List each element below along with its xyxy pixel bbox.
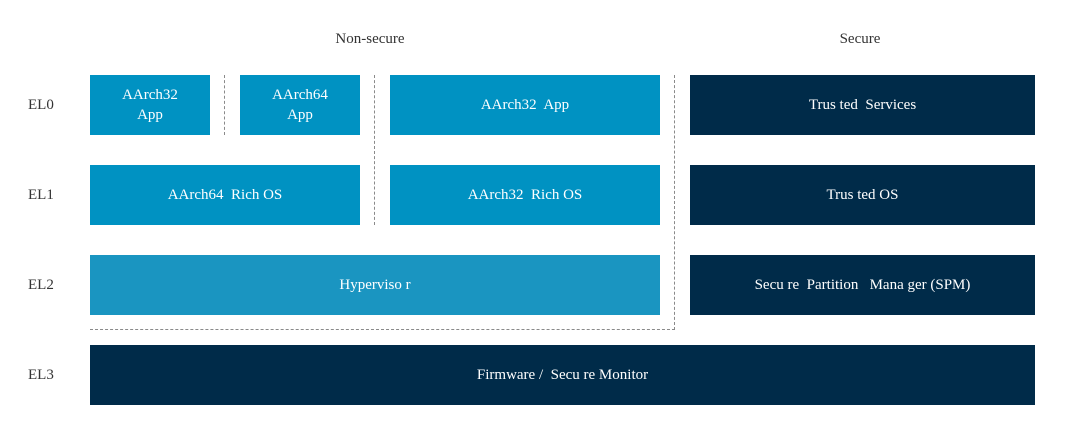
firmware-secure-monitor-box: Firmware / Secu re Monitor [90, 345, 1035, 405]
aarch64-rich-os-box: AArch64 Rich OS [90, 165, 360, 225]
trusted-os-box: Trus ted OS [690, 165, 1035, 225]
os-divider-line [374, 75, 375, 225]
secure-boundary-line [674, 75, 675, 330]
level-label-el1: EL1 [28, 187, 54, 203]
non-secure-header: Non-secure [335, 31, 405, 47]
trusted-services-box: Trus ted Services [690, 75, 1035, 135]
app-divider-line [224, 75, 225, 135]
spm-box: Secu re Partition Mana ger (SPM) [690, 255, 1035, 315]
el2-boundary-line [90, 329, 675, 330]
aarch32-app-box-2: AArch32 App [390, 75, 660, 135]
secure-header: Secure [839, 31, 881, 47]
level-label-el2: EL2 [28, 277, 54, 293]
level-label-el3: EL3 [28, 367, 54, 383]
level-label-el0: EL0 [28, 97, 54, 113]
hypervisor-box: Hyperviso r [90, 255, 660, 315]
aarch32-app-box-1: AArch32 App [90, 75, 210, 135]
aarch32-rich-os-box: AArch32 Rich OS [390, 165, 660, 225]
aarch64-app-box: AArch64 App [240, 75, 360, 135]
